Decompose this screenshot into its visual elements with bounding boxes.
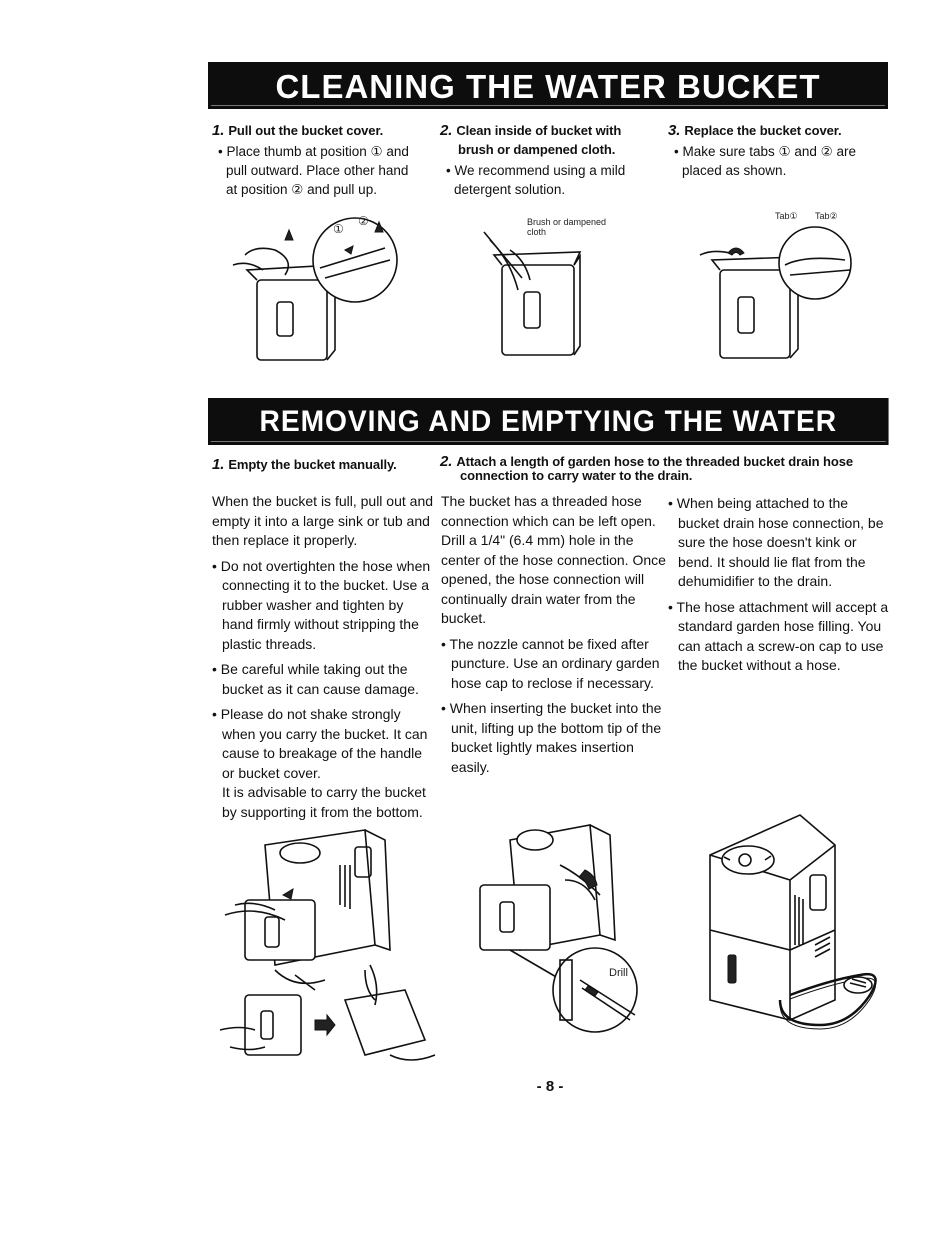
section-title-cleaning: CLEANING THE WATER BUCKET [208, 62, 888, 109]
bucket-cleaning-illustration [483, 231, 582, 356]
page-number: - 8 - [536, 1078, 564, 1095]
step-heading: Clean inside of bucket with brush or dam… [456, 123, 622, 157]
column-1-bullet: • Please do not shake strongly when you … [212, 706, 428, 781]
section-title-removing: REMOVING AND EMPTYING THE WATER BUCKET [208, 398, 889, 485]
step-number: 1. [212, 122, 225, 139]
cleaning-step-1: 1.Pull out the bucket cover. • Place thu… [212, 121, 422, 199]
drill-hose-connection-illustration [479, 824, 638, 1033]
tab-2-label: Tab② [815, 211, 838, 221]
column-1-note: It is advisable to carry the bucket by s… [222, 784, 426, 820]
dehumidifier-with-hose-illustration [709, 814, 877, 1030]
column-2-bullet: • The nozzle cannot be fixed after punct… [441, 635, 660, 691]
column-3-bullet: • When being attached to the bucket drai… [668, 495, 884, 589]
column-3-bullet: • The hose attachment will accept a stan… [668, 598, 889, 674]
removing-column-3: • When being attached to the bucket drai… [668, 494, 893, 682]
drill-label: Drill [609, 967, 628, 979]
step-bullet: • Make sure tabs ① and ② are placed as s… [674, 144, 857, 178]
step-heading: Replace the bucket cover. [684, 123, 842, 138]
tab-1-label: Tab① [775, 211, 798, 221]
step-number: 2. [440, 122, 453, 139]
column-1-bullet: • Be careful while taking out the bucket… [212, 661, 419, 697]
bucket-cover-replace-illustration [699, 226, 852, 359]
bucket-removal-illustration [219, 829, 436, 1061]
column-1-bullet: • Do not overtighten the hose when conne… [212, 557, 431, 652]
removing-step-1-heading: 1.Empty the bucket manually. [212, 455, 437, 474]
step-number: 2. [440, 453, 453, 470]
removing-column-1: When the bucket is full, pull out and em… [212, 492, 434, 828]
step-heading: Attach a length of garden hose to the th… [456, 454, 853, 483]
step-heading: Empty the bucket manually. [228, 457, 397, 472]
column-2-intro: The bucket has a threaded hose connectio… [441, 493, 666, 626]
position-2-marker: ② [358, 214, 369, 228]
removing-step-2-heading: 2.Attach a length of garden hose to the … [440, 453, 880, 483]
step-bullet: • Place thumb at position ① and pull out… [218, 144, 409, 197]
cleaning-step-3: 3.Replace the bucket cover. • Make sure … [668, 121, 878, 180]
brush-caption: Brush or dampened cloth [527, 217, 607, 237]
cleaning-step-2: 2.Clean inside of bucket with brush or d… [440, 121, 645, 199]
column-1-intro: When the bucket is full, pull out and em… [212, 493, 434, 548]
step-number: 1. [212, 456, 225, 473]
position-1-marker: ① [333, 222, 344, 236]
step-number: 3. [668, 122, 681, 139]
step-bullet: • We recommend using a mild detergent so… [446, 163, 626, 197]
step-heading: Pull out the bucket cover. [228, 123, 384, 138]
bucket-cover-removal-illustration [232, 217, 398, 361]
column-2-bullet: • When inserting the bucket into the uni… [441, 700, 662, 775]
removing-column-2: The bucket has a threaded hose connectio… [441, 492, 666, 783]
